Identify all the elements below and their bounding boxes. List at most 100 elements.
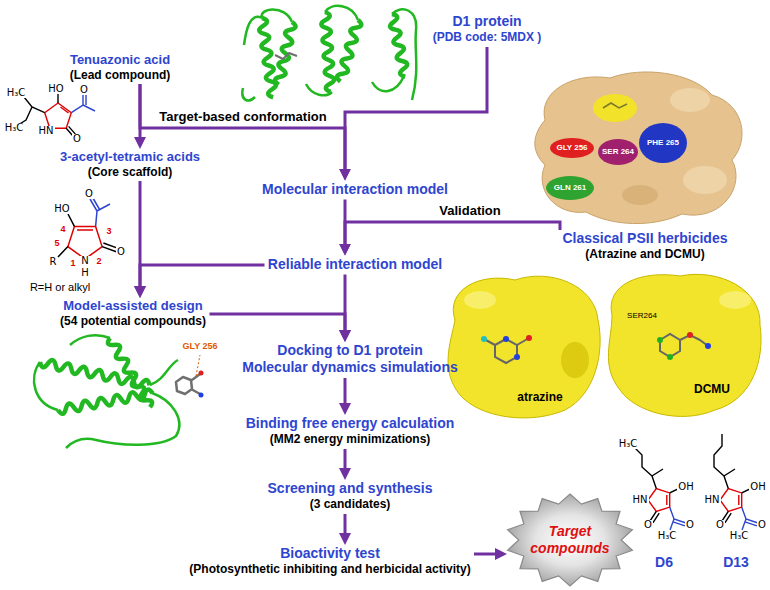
flow-arrow	[474, 553, 501, 556]
flow-arrow	[345, 222, 560, 250]
d13-structure	[738, 495, 739, 505]
flow-arrow	[139, 181, 142, 292]
atom-label: R	[49, 257, 58, 267]
core-scaffold-structure	[68, 226, 102, 259]
ligand-name: atrazine	[517, 391, 562, 405]
edge-label: Target-based conformation	[157, 109, 328, 125]
process-step: Reliable interaction model	[265, 256, 446, 275]
atom-label: HO	[53, 204, 70, 214]
binding-pocket-surface	[535, 72, 742, 224]
flow-arrow	[345, 47, 487, 175]
core-scaffold-structure	[77, 229, 93, 231]
tenuazonic-acid-structure	[61, 107, 69, 113]
step-title: Classical PSII herbicides	[560, 230, 731, 247]
atrazine-surface	[448, 276, 600, 418]
binding-pocket-surface	[683, 166, 727, 194]
atom-label: HN	[38, 126, 55, 136]
d13-structure	[714, 434, 752, 523]
atrazine-surface	[514, 354, 520, 360]
step-note: (Photosynthetic inhibiting and herbicida…	[186, 562, 474, 576]
atom-label: H₃C	[618, 439, 639, 449]
protein-ribbon	[321, 12, 336, 92]
d13-structure	[720, 489, 742, 512]
atrazine-surface	[448, 276, 600, 418]
tenuazonic-acid-structure	[71, 94, 95, 113]
dcmu-surface	[608, 274, 761, 416]
locant-number: 5	[54, 239, 59, 249]
atrazine-surface	[526, 335, 532, 341]
core-scaffold-structure	[58, 214, 118, 257]
atrazine-surface	[503, 336, 509, 342]
ligand-name: DCMU	[694, 383, 730, 397]
lead-compound-step: Tenuazonic acid(Lead compound)	[67, 52, 174, 84]
dcmu-surface	[667, 354, 673, 360]
docking-pose-ribbon	[176, 374, 200, 394]
process-step: Bioactivity test(Photosynthetic inhibiti…	[186, 545, 474, 579]
atom-label: O	[643, 520, 653, 530]
atom-label: HO	[47, 84, 64, 94]
residue-label: SER 264	[602, 147, 634, 156]
d6-structure	[666, 495, 667, 505]
d6-structure	[648, 489, 670, 512]
atom-label: HN	[704, 495, 721, 505]
atom-label: O	[685, 520, 695, 530]
protein-ribbon	[388, 13, 410, 77]
compound-code: D6	[655, 554, 673, 570]
residue-label: GLY 256	[182, 341, 217, 351]
step-note: Molecular dynamics simulations	[239, 359, 461, 376]
flow-arrow	[210, 314, 346, 336]
atom-label: O	[79, 85, 89, 95]
step-title: Target compounds	[526, 523, 614, 557]
flow-arrow	[344, 275, 347, 337]
process-step: Docking to D1 proteinMolecular dynamics …	[239, 342, 461, 378]
flow-arrow	[344, 514, 347, 539]
dcmu-surface	[657, 337, 663, 343]
residue-label: SER264	[627, 311, 657, 320]
flow-arrow	[344, 449, 347, 474]
atom-label: O	[116, 247, 126, 257]
edge-label: Validation	[437, 203, 502, 219]
step-note: (54 potential compounds)	[57, 314, 210, 328]
binding-pocket-surface	[598, 139, 638, 165]
step-note: (Lead compound)	[67, 68, 174, 82]
step-title: Tenuazonic acid	[67, 52, 174, 68]
binding-pocket-surface	[639, 123, 687, 163]
binding-pocket-surface	[550, 138, 594, 158]
protein-ribbon	[258, 17, 278, 97]
docking-pose-ribbon	[34, 335, 179, 448]
starburst-outline	[508, 494, 633, 586]
starburst-node: Target compounds	[504, 492, 636, 588]
step-title: Molecular interaction model	[259, 181, 451, 198]
tenuazonic-acid-structure	[18, 94, 95, 136]
atom-label: N	[80, 256, 89, 266]
process-step: Molecular interaction model	[259, 181, 451, 200]
step-title: Binding free energy calculation	[243, 415, 458, 432]
atom-label: O	[757, 520, 767, 530]
step-title: Docking to D1 protein	[239, 342, 461, 359]
atom-label: O	[715, 520, 725, 530]
atom-label: H	[80, 268, 90, 278]
protein-ribbon	[242, 6, 416, 101]
design-step: Model-assisted design(54 potential compo…	[57, 298, 210, 330]
atom-label: H₃C	[657, 531, 678, 541]
d13-structure	[742, 507, 758, 530]
locant-number: 1	[70, 259, 75, 269]
step-note: (Atrazine and DCMU)	[560, 247, 731, 261]
note-text: R=H or alkyl	[30, 281, 90, 294]
atom-label: OH	[749, 482, 766, 492]
dcmu-surface	[608, 274, 761, 416]
atrazine-surface	[561, 342, 589, 378]
protein-ribbon	[336, 19, 362, 83]
step-title: 3-acetyl-tetramic acids	[57, 149, 204, 165]
dcmu-surface	[705, 343, 711, 349]
dcmu-surface	[719, 291, 751, 309]
step-note: (MM2 energy minimizations)	[243, 432, 458, 446]
docking-pose-ribbon	[199, 393, 204, 398]
locant-number: 2	[96, 257, 101, 267]
dcmu-surface	[687, 332, 693, 338]
protein-ribbon	[242, 6, 416, 101]
atrazine-surface	[481, 336, 487, 342]
residue-label: PHE 265	[647, 138, 679, 147]
core-scaffold-structure	[90, 198, 110, 227]
binding-pocket-surface	[546, 176, 594, 200]
